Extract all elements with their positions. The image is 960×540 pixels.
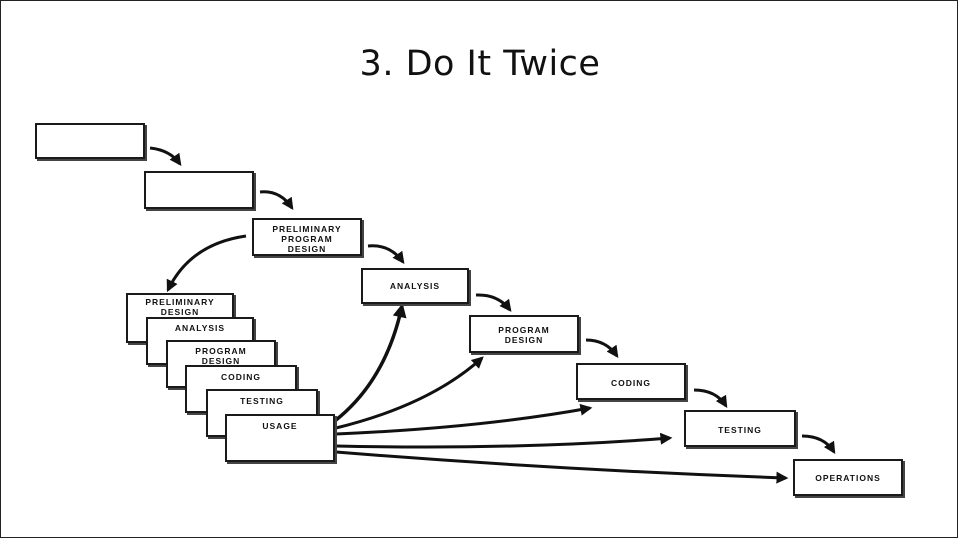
arrow-usage-analysis — [334, 303, 407, 422]
arrow-step-7 — [801, 434, 836, 455]
pilot-box-usage: USAGE — [225, 414, 335, 462]
arrow-to-pilot — [166, 234, 247, 293]
step-label-program-design: PROGRAM DESIGN — [498, 325, 550, 345]
step-label-preliminary-program-design: PRELIMINARY PROGRAM DESIGN — [272, 224, 342, 254]
arrow-step-5 — [585, 338, 619, 358]
pilot-label-preliminary-design: PRELIMINARY DESIGN — [145, 297, 215, 317]
step-label-coding: CODING — [611, 378, 651, 388]
step-label-testing: TESTING — [718, 425, 762, 435]
step-box-analysis: ANALYSIS — [361, 268, 469, 304]
arrow-usage-coding — [335, 403, 593, 436]
step-box-blank-1 — [35, 123, 145, 159]
step-box-testing: TESTING — [684, 410, 796, 447]
arrow-step-1 — [149, 146, 182, 166]
arrow-step-4 — [475, 293, 512, 312]
arrow-usage-operations — [335, 450, 789, 484]
arrow-usage-testing — [335, 432, 673, 449]
step-box-program-design: PROGRAM DESIGN — [469, 315, 579, 353]
arrow-step-6 — [693, 388, 728, 409]
pilot-label-testing: TESTING — [240, 396, 284, 406]
step-box-coding: CODING — [576, 363, 686, 400]
pilot-label-coding: CODING — [221, 372, 261, 382]
step-box-preliminary-program-design: PRELIMINARY PROGRAM DESIGN — [252, 218, 362, 256]
arrow-step-3 — [367, 244, 405, 264]
step-label-analysis: ANALYSIS — [389, 281, 441, 291]
arrow-usage-program-design — [335, 356, 484, 430]
pilot-label-analysis: ANALYSIS — [174, 323, 226, 333]
step-box-blank-2 — [144, 171, 254, 209]
slide-title: 3. Do It Twice — [359, 44, 601, 84]
pilot-label-program-design: PROGRAM DESIGN — [195, 346, 247, 366]
step-box-operations: OPERATIONS — [793, 459, 903, 496]
arrow-step-2 — [259, 190, 294, 210]
step-label-operations: OPERATIONS — [815, 473, 881, 483]
pilot-label-usage: USAGE — [262, 421, 298, 431]
